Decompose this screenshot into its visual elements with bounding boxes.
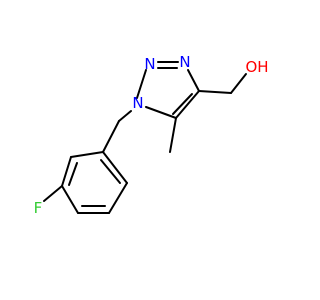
molecule-structure: N N N OH F (34, 53, 269, 217)
bond-ar3-ar4 (61, 185, 79, 214)
atom-n1: N (132, 94, 143, 112)
bond-ar2-ar3 (61, 156, 72, 187)
bond-ch2-o (230, 73, 247, 94)
atom-oh: OH (245, 58, 268, 76)
bond-ar6-ar1 (102, 151, 128, 184)
bond-ar5-ar6 (108, 182, 128, 214)
bond-n1-ch2 (118, 110, 132, 122)
bond-c5-methyl (169, 117, 177, 153)
bond-ar2-ar3-double (68, 162, 78, 186)
bond-n1-n2 (136, 69, 147, 99)
bond-ar6-ar1-double (100, 159, 121, 184)
bond-c4-c5 (175, 90, 200, 119)
bond-n3-c4 (187, 69, 200, 92)
bond-ch2-phenyl (102, 120, 120, 153)
atom-f: F (34, 199, 43, 217)
bond-c5-n1 (145, 106, 177, 119)
structure-canvas: N N N OH F (34, 53, 269, 217)
bond-c4-c5-double (172, 93, 193, 115)
bond-c4-ch2 (198, 90, 232, 94)
atom-n2: N (144, 55, 155, 73)
bond-ar1-ar2 (70, 151, 104, 158)
atom-n3: N (179, 53, 190, 71)
bond-ar3-f (43, 185, 63, 202)
